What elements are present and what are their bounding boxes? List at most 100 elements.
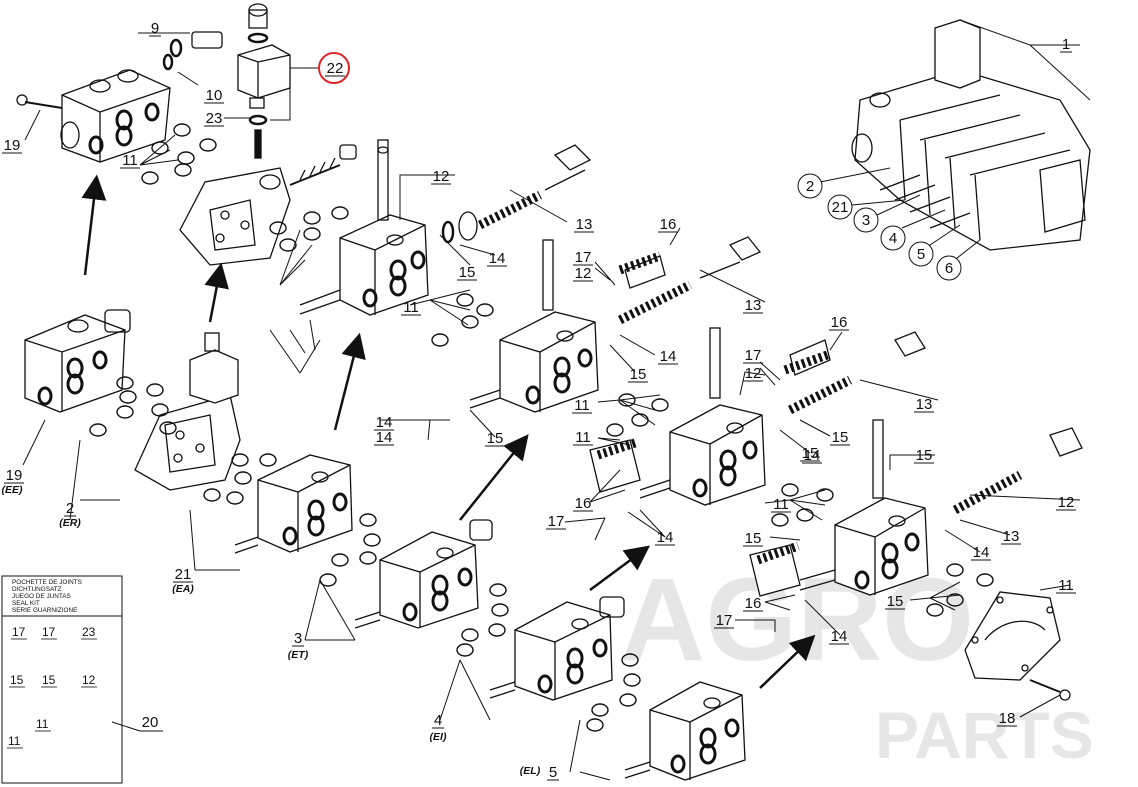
callout-text: 3 [862, 212, 870, 229]
callout-circle [853, 207, 879, 233]
callout-14: 14 [487, 250, 507, 267]
section-code: (EE) [2, 484, 24, 496]
o-ring [203, 488, 221, 502]
callout-14: 14 [829, 628, 849, 645]
o-ring [146, 383, 164, 397]
seal-kit-header-line: SEAL KIT [12, 600, 40, 607]
callout-2: 2 [797, 173, 823, 199]
o-ring [976, 573, 994, 587]
callout-14: 14 [802, 447, 822, 464]
callout-text: 14 [973, 544, 990, 561]
callout-text: 12 [575, 265, 592, 282]
o-ring [606, 423, 624, 437]
spring-assembly-upper [441, 144, 592, 244]
seal-kit-label: 17 [42, 625, 56, 639]
callout-16: 16 [658, 216, 678, 233]
callout-11: 11 [120, 152, 140, 169]
callout-text: 14 [831, 628, 848, 645]
o-ring [926, 603, 944, 617]
callout-text: 12 [745, 365, 762, 382]
o-ring [331, 553, 349, 567]
callout-22: 22 [325, 60, 345, 77]
seal-kit-header-line: DICHTUNGSATZ [12, 586, 62, 593]
callout-19: 19 [4, 467, 24, 484]
callout-text: 16 [831, 314, 848, 331]
o-ring [231, 453, 249, 467]
section-code-labels: (EE)(ER)(EA)(ET)(EI)(EL) [2, 484, 541, 777]
callout-text: 15 [745, 530, 762, 547]
callout-text: 9 [151, 20, 159, 37]
callout-text: 17 [716, 612, 733, 629]
callout-text: 4 [889, 230, 897, 247]
o-ring [491, 603, 509, 617]
o-ring [621, 653, 639, 667]
spool-section-ei [489, 596, 625, 701]
callout-text: 14 [804, 447, 821, 464]
o-ring [363, 533, 381, 547]
o-ring [116, 376, 134, 390]
callout-15: 15 [628, 366, 648, 383]
inlet-section-top [16, 31, 223, 163]
callout-text: 11 [122, 152, 138, 169]
callout-15: 15 [885, 593, 905, 610]
o-ring [174, 163, 192, 177]
callout-text: 15 [459, 264, 476, 281]
o-ring [119, 390, 137, 404]
o-ring [303, 211, 321, 225]
callout-text: 15 [916, 447, 933, 464]
callout-18: 18 [997, 710, 1017, 727]
callout-text: 4 [434, 712, 442, 729]
callout-text: 13 [576, 216, 593, 233]
callout-circle [880, 225, 906, 251]
callout-21: 21 [827, 194, 853, 220]
callout-text: 6 [945, 260, 953, 277]
callout-6: 6 [936, 255, 962, 281]
callout-text: 15 [630, 366, 647, 383]
spool-section-ea [234, 454, 353, 554]
callout-text: 11 [403, 299, 419, 316]
callout-5: 5 [908, 241, 934, 267]
inlet-section-ee [24, 309, 131, 413]
spool-section-fourth [749, 419, 1083, 597]
o-ring [234, 471, 252, 485]
callout-15: 15 [800, 445, 820, 462]
seal-kit-label: 12 [82, 673, 96, 687]
callout-text: 22 [327, 60, 344, 77]
callout-4: 4 [880, 225, 906, 251]
callout-text: 13 [745, 297, 762, 314]
callout-12: 12 [431, 168, 451, 185]
seal-kit-label: 23 [82, 625, 96, 639]
callout-17: 17 [743, 347, 763, 364]
o-ring [116, 405, 134, 419]
callout-15: 15 [485, 430, 505, 447]
callout-11: 11 [572, 397, 592, 414]
o-ring [461, 628, 479, 642]
callout-21: 21 [173, 566, 193, 583]
callout-12: 12 [1056, 494, 1076, 511]
callout-9: 9 [149, 20, 161, 37]
callout-14: 14 [374, 429, 394, 446]
callout-text: 16 [575, 495, 592, 512]
callout-15: 15 [830, 429, 850, 446]
callout-4: 4 [432, 712, 444, 729]
callout-14: 14 [658, 348, 678, 365]
o-ring [226, 491, 244, 505]
o-ring [619, 693, 637, 707]
callout-text: 11 [575, 429, 591, 446]
callout-11: 11 [1056, 577, 1076, 594]
callout-text: 16 [745, 595, 762, 612]
callout-text: 5 [917, 246, 925, 263]
o-ring [141, 171, 159, 185]
callout-text: 11 [1058, 577, 1074, 594]
section-code: (ET) [288, 649, 309, 661]
callout-text: 16 [660, 216, 677, 233]
seal-kit-ref: 20 [142, 714, 159, 731]
callout-text: 21 [175, 566, 192, 583]
seal-kit-label: 11 [8, 734, 21, 748]
o-ring [476, 303, 494, 317]
o-ring [816, 488, 834, 502]
callout-text: 14 [376, 414, 393, 431]
